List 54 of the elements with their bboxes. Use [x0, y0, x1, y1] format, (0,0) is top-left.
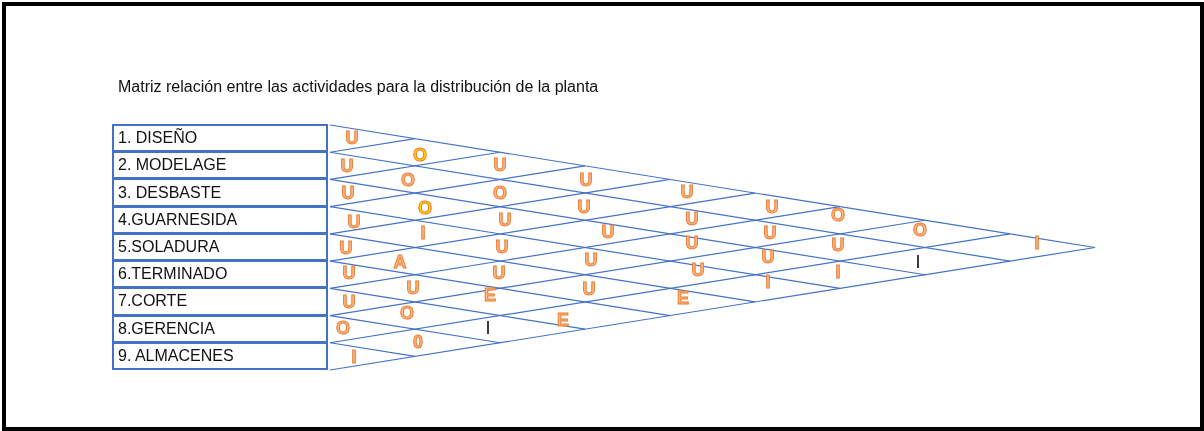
relationship-code: U: [579, 171, 593, 189]
relationship-code: U: [685, 234, 699, 252]
relationship-code: U: [831, 236, 845, 254]
relationship-code: U: [339, 239, 353, 257]
relationship-code: U: [691, 261, 705, 279]
relationship-code: U: [492, 264, 506, 282]
relationship-code: U: [406, 279, 420, 297]
relationship-code: U: [601, 223, 615, 241]
relationship-code: I: [420, 224, 426, 242]
relationship-code: U: [342, 293, 356, 311]
relationship-code: U: [347, 213, 361, 231]
relationship-code: I: [485, 319, 491, 337]
activity-cell: 6.TERMINADO: [112, 260, 328, 289]
activity-cell: 4.GUARNESIDA: [112, 205, 328, 234]
activity-cell: 7.CORTE: [112, 287, 328, 316]
relationship-code: I: [915, 253, 921, 271]
relationship-code: U: [584, 251, 598, 269]
activity-cell: 1. DISEÑO: [112, 124, 328, 153]
relationship-code: U: [341, 184, 355, 202]
relationship-code: U: [763, 224, 777, 242]
activity-cell: 3. DESBASTE: [112, 178, 328, 207]
relationship-code: E: [557, 311, 569, 329]
relationship-code: I: [1034, 234, 1040, 252]
relationship-code: O: [401, 171, 415, 189]
activity-cell: 8.GERENCIA: [112, 314, 328, 343]
relationship-code: E: [677, 289, 689, 307]
relationship-code: O: [400, 304, 414, 322]
relationship-code: U: [582, 280, 596, 298]
activity-cell: 9. ALMACENES: [112, 341, 328, 370]
relationship-code: 0: [413, 333, 423, 351]
relationship-code: U: [577, 198, 591, 216]
relationship-code: U: [342, 264, 356, 282]
relationship-code: O: [493, 184, 507, 202]
relationship-code: U: [345, 129, 359, 147]
relationship-code: U: [685, 210, 699, 228]
relationship-code: U: [498, 211, 512, 229]
relationship-code: U: [765, 198, 779, 216]
relationship-code: U: [493, 156, 507, 174]
activity-cell: 2. MODELAGE: [112, 151, 328, 180]
relationship-code: U: [680, 183, 694, 201]
relationship-code: O: [336, 319, 350, 337]
relationship-code: U: [761, 248, 775, 266]
relationship-code: E: [484, 286, 496, 304]
relationship-code: A: [393, 253, 407, 271]
relationship-code: O: [413, 146, 427, 164]
title: Matriz relación entre las actividades para la distribución de la planta: [118, 78, 599, 96]
relationship-code: I: [351, 348, 357, 366]
relationship-code: I: [765, 273, 771, 291]
relationship-code: I: [835, 263, 841, 281]
relationship-code: O: [913, 221, 927, 239]
relationship-code: U: [340, 157, 354, 175]
relationship-code: U: [495, 238, 509, 256]
relationship-code: O: [831, 206, 845, 224]
relationship-code: O: [418, 199, 432, 217]
